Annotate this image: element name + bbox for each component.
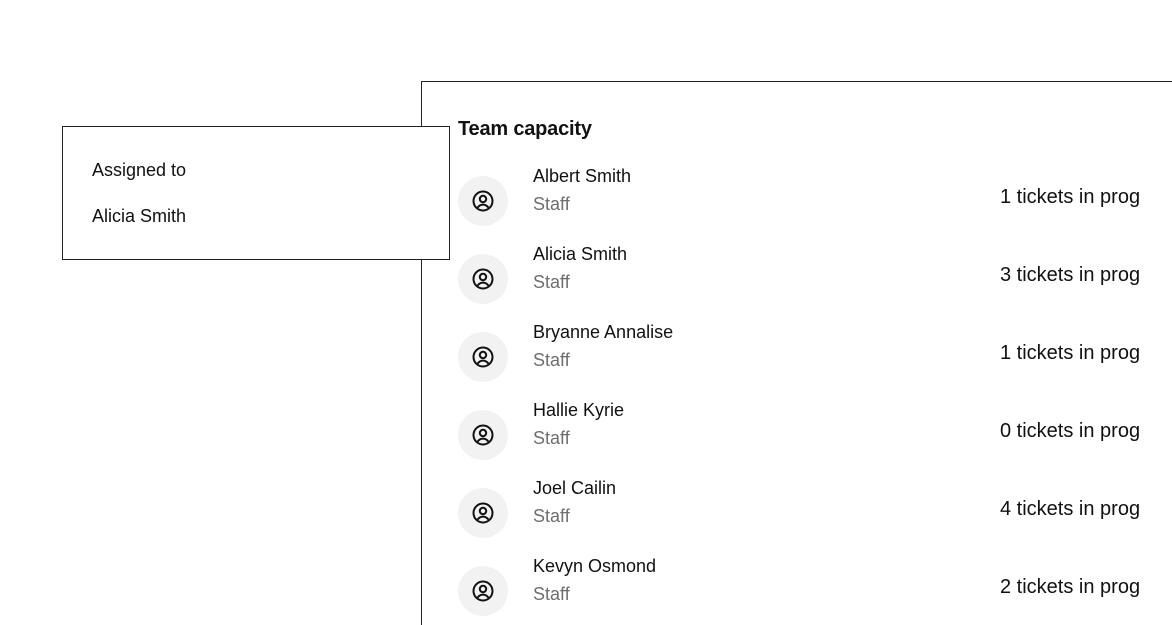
user-circle-icon bbox=[458, 566, 508, 616]
member-name: Hallie Kyrie bbox=[533, 400, 625, 420]
user-circle-icon bbox=[458, 176, 508, 226]
member-name: Bryanne Annalise bbox=[533, 322, 674, 342]
member-name: Joel Cailin bbox=[533, 478, 617, 498]
user-circle-icon bbox=[458, 410, 508, 460]
team-member-row[interactable]: Joel Cailin Staff 4 tickets in prog bbox=[458, 478, 1172, 562]
team-member-row[interactable]: Kevyn Osmond Staff 2 tickets in prog bbox=[458, 556, 1172, 625]
member-role: Staff bbox=[533, 506, 570, 526]
team-member-row[interactable]: Alicia Smith Staff 3 tickets in prog bbox=[458, 244, 1172, 328]
member-name: Albert Smith bbox=[533, 166, 632, 186]
assigned-to-label: Assigned to bbox=[92, 160, 187, 180]
member-role: Staff bbox=[533, 350, 570, 370]
member-role: Staff bbox=[533, 272, 570, 292]
member-ticket-count: 0 tickets in prog bbox=[1000, 420, 1141, 442]
user-circle-icon bbox=[458, 254, 508, 304]
member-ticket-count: 3 tickets in prog bbox=[1000, 264, 1141, 286]
user-circle-icon bbox=[458, 488, 508, 538]
panel-title: Team capacity bbox=[458, 118, 592, 140]
team-member-list: Albert Smith Staff 1 tickets in prog Ali… bbox=[458, 166, 1172, 625]
member-name: Kevyn Osmond bbox=[533, 556, 657, 576]
member-ticket-count: 4 tickets in prog bbox=[1000, 498, 1141, 520]
member-role: Staff bbox=[533, 428, 570, 448]
team-member-row[interactable]: Hallie Kyrie Staff 0 tickets in prog bbox=[458, 400, 1172, 484]
member-role: Staff bbox=[533, 194, 570, 214]
assigned-to-value: Alicia Smith bbox=[92, 206, 187, 226]
member-ticket-count: 1 tickets in prog bbox=[1000, 342, 1141, 364]
team-member-row[interactable]: Albert Smith Staff 1 tickets in prog bbox=[458, 166, 1172, 250]
member-ticket-count: 1 tickets in prog bbox=[1000, 186, 1141, 208]
team-capacity-panel: Team capacity Albert Smith Staff 1 ticke… bbox=[421, 81, 1172, 625]
member-role: Staff bbox=[533, 584, 570, 604]
user-circle-icon bbox=[458, 332, 508, 382]
team-member-row[interactable]: Bryanne Annalise Staff 1 tickets in prog bbox=[458, 322, 1172, 406]
member-name: Alicia Smith bbox=[533, 244, 628, 264]
member-ticket-count: 2 tickets in prog bbox=[1000, 576, 1141, 598]
assigned-to-field[interactable]: Assigned to Alicia Smith bbox=[62, 126, 450, 260]
